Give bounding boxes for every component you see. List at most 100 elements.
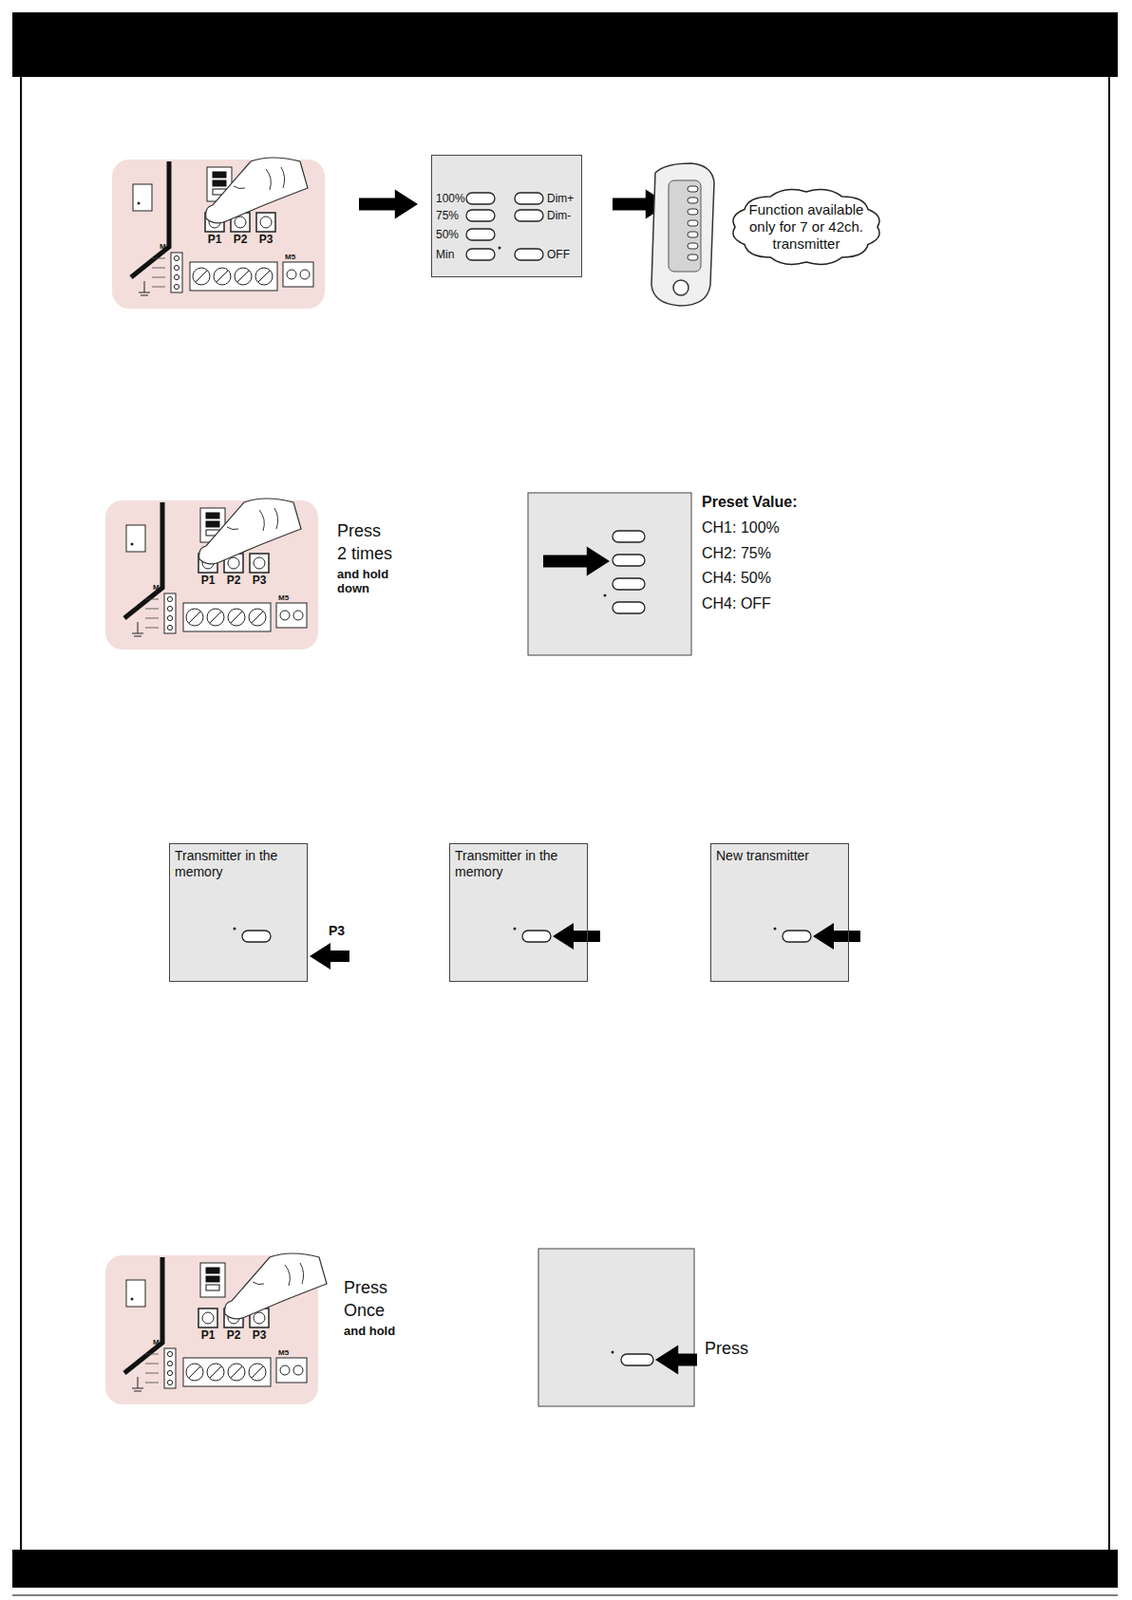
instruction-text: and hold: [343, 1324, 396, 1340]
transmitter-key: [687, 208, 699, 215]
transmitter-panel: Transmitter in the memory: [169, 843, 308, 982]
dp1-dot: [131, 543, 134, 547]
button-label: Dim+: [547, 191, 574, 206]
transmitter-panel: [528, 492, 692, 656]
terminal-screw: [234, 267, 252, 285]
button-name: P3: [249, 574, 269, 588]
button-label: Dim-: [547, 208, 571, 223]
button-name: P1: [198, 1329, 218, 1343]
transmitter-keypad: [668, 180, 701, 272]
panel-fill: [449, 843, 588, 982]
preset-value: CH4: 50%: [701, 569, 772, 587]
button-label: 50%: [435, 227, 459, 242]
pin-mark: [145, 1373, 159, 1375]
m4-connector: [164, 1348, 176, 1389]
terminal-screw: [207, 1363, 225, 1381]
transmitter-key: [687, 254, 699, 261]
board-divider: [124, 502, 163, 619]
dp1-dot: [131, 1298, 134, 1302]
m4-connector: [170, 252, 183, 293]
button-label: 100%: [435, 191, 466, 206]
ground-symbol: [138, 281, 151, 296]
instruction-text: 2 times: [337, 544, 393, 565]
connector-pin: [167, 1370, 172, 1376]
pin-mark: [145, 1382, 159, 1384]
terminal-block: [183, 603, 271, 632]
screw-slot: [258, 270, 270, 283]
screw-slot: [209, 611, 222, 623]
pin-mark: [145, 608, 159, 610]
pin-mark: [151, 277, 166, 279]
button-name: P2: [230, 233, 250, 247]
circuit-board: [105, 498, 319, 650]
connector-pin: [300, 269, 310, 280]
remote-button: [466, 228, 495, 241]
dp1-component: [132, 184, 152, 211]
connector-name: M5: [278, 1348, 289, 1358]
connector-pin: [280, 1365, 290, 1376]
screw-slot: [188, 611, 201, 623]
led-dot: [611, 1351, 615, 1355]
led-dot: [513, 927, 517, 931]
panel-fill: [431, 154, 583, 278]
pin-mark: [145, 1363, 159, 1365]
instruction-text: Press: [343, 1278, 388, 1299]
button-name: P2: [224, 574, 244, 588]
terminal-screw: [248, 1363, 266, 1381]
pointing-hand: [206, 157, 308, 224]
push-button-cap: [253, 1312, 265, 1324]
cloud-shape: [733, 189, 880, 265]
button-name: P3: [256, 233, 276, 247]
instruction-text: Press: [337, 521, 381, 542]
pin-mark: [145, 599, 159, 601]
connector-pin: [167, 1379, 172, 1385]
terminal-screw: [248, 608, 266, 626]
connector-pin: [173, 274, 179, 280]
connector-pin: [173, 283, 179, 289]
transmitter-panel: New transmitter: [710, 843, 849, 982]
button-label: Min: [435, 247, 454, 262]
push-button-cap: [253, 557, 265, 569]
instruction-text: and hold down: [337, 567, 398, 597]
terminal-screw: [207, 608, 225, 626]
connector-pin: [173, 255, 179, 261]
pin-mark: [145, 1354, 159, 1356]
connector-pin: [173, 264, 179, 270]
button-panel: 100%75%50%MinDim+Dim-OFF: [431, 154, 583, 278]
led-dot: [773, 927, 777, 931]
remote-button: [782, 930, 812, 943]
board-divider: [131, 161, 170, 278]
remote-button: [514, 248, 544, 261]
key-ring-hole: [673, 280, 689, 296]
m4-connector: [164, 593, 176, 634]
connector-name: M4: [152, 583, 164, 592]
led-dot: [233, 927, 237, 931]
terminal-screw: [227, 1363, 246, 1381]
screw-slot: [209, 1366, 222, 1378]
connector-name: M5: [284, 252, 296, 262]
dp1-dot: [137, 202, 141, 206]
circuit-board: [112, 157, 325, 309]
block-arrow: [655, 1345, 698, 1376]
terminal-screw: [186, 1363, 204, 1381]
remote-button: [466, 192, 495, 205]
connector-pin: [293, 610, 303, 621]
remote-button: [514, 192, 544, 205]
panel-caption: Transmitter in the memory: [454, 848, 583, 881]
connector-pin: [167, 1360, 172, 1366]
preset-heading: Preset Value:: [701, 493, 798, 511]
dp1-component: [126, 1280, 146, 1307]
transmitter-key: [687, 220, 699, 227]
block-arrow: [812, 923, 861, 950]
pin-mark: [151, 258, 166, 260]
panel-caption: New transmitter: [716, 848, 844, 865]
block-arrow: [358, 189, 418, 220]
connector-pin: [280, 610, 290, 621]
m5-connector: [276, 603, 307, 628]
terminal-screw: [192, 267, 210, 285]
connector-pin: [167, 605, 172, 611]
terminal-screw: [213, 267, 231, 285]
ground-symbol: [132, 622, 144, 637]
push-button-cap: [227, 557, 240, 569]
push-button: [256, 212, 276, 232]
